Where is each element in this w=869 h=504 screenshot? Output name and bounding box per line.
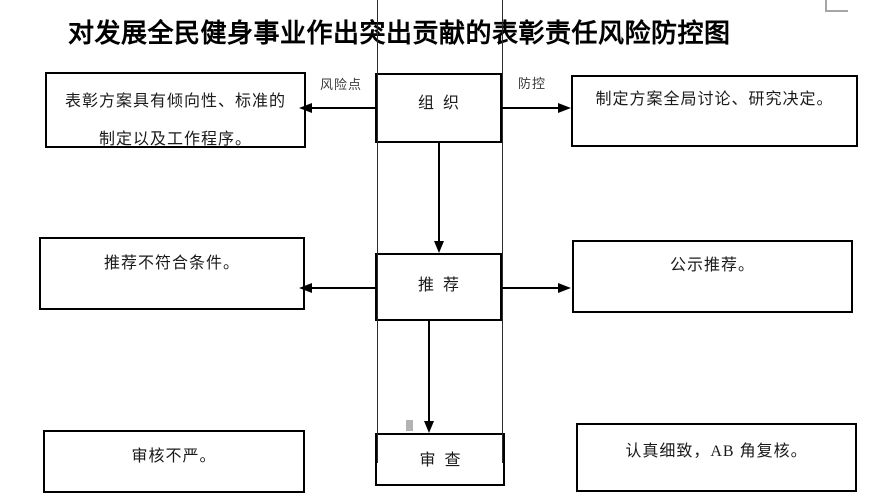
control-box-1[interactable]: 制定方案全局讨论、研究决定。 [571,75,858,147]
risk-text: 表彰方案具有倾向性、标准的制定以及工作程序。 [65,93,287,148]
arrow-left-icon [299,103,312,113]
control-text: 制定方案全局讨论、研究决定。 [595,91,834,108]
stage-box-recommend[interactable]: 推荐 [375,253,502,321]
control-text: 公示推荐。 [669,257,755,274]
control-box-3[interactable]: 认真细致，AB 角复核。 [576,423,857,492]
risk-box-2[interactable]: 推荐不符合条件。 [39,237,305,310]
stage-box-review[interactable]: 审查 [375,433,505,486]
stage-label: 审查 [419,452,470,469]
risk-point-label: 风险点 [320,77,363,92]
risk-box-1[interactable]: 表彰方案具有倾向性、标准的制定以及工作程序。 [45,72,306,148]
page-corner-mark-icon [825,10,848,12]
arrow-right-icon [558,283,571,293]
page-title: 对发展全民健身事业作出突出贡献的表彰责任风险防控图 [68,18,731,48]
arrow-down-icon [434,241,444,253]
arrow-organize-to-risk1 [310,107,375,109]
arrow-left-icon [299,283,312,293]
swimlane-right-line [502,0,503,463]
stage-label: 推荐 [417,277,468,294]
stage-box-organize[interactable]: 组织 [375,73,502,143]
risk-box-3[interactable]: 审核不严。 [43,430,305,493]
arrow-organize-to-control1 [502,107,560,109]
swimlane-left-line [377,0,378,463]
arrow-down-icon [424,421,434,433]
control-text: 认真细致，AB 角复核。 [625,443,808,460]
gray-artifact [406,420,413,431]
arrow-right-icon [558,103,571,113]
arrow-recommend-to-risk2 [310,287,375,289]
control-label: 防控 [518,76,547,91]
arrow-organize-to-recommend [438,143,440,243]
arrow-recommend-to-review [428,321,430,422]
risk-text: 推荐不符合条件。 [103,255,240,272]
page-corner-mark-icon [825,0,827,11]
control-box-2[interactable]: 公示推荐。 [572,240,853,313]
arrow-recommend-to-control2 [502,287,560,289]
stage-label: 组织 [417,95,468,112]
risk-text: 审核不严。 [131,448,217,465]
